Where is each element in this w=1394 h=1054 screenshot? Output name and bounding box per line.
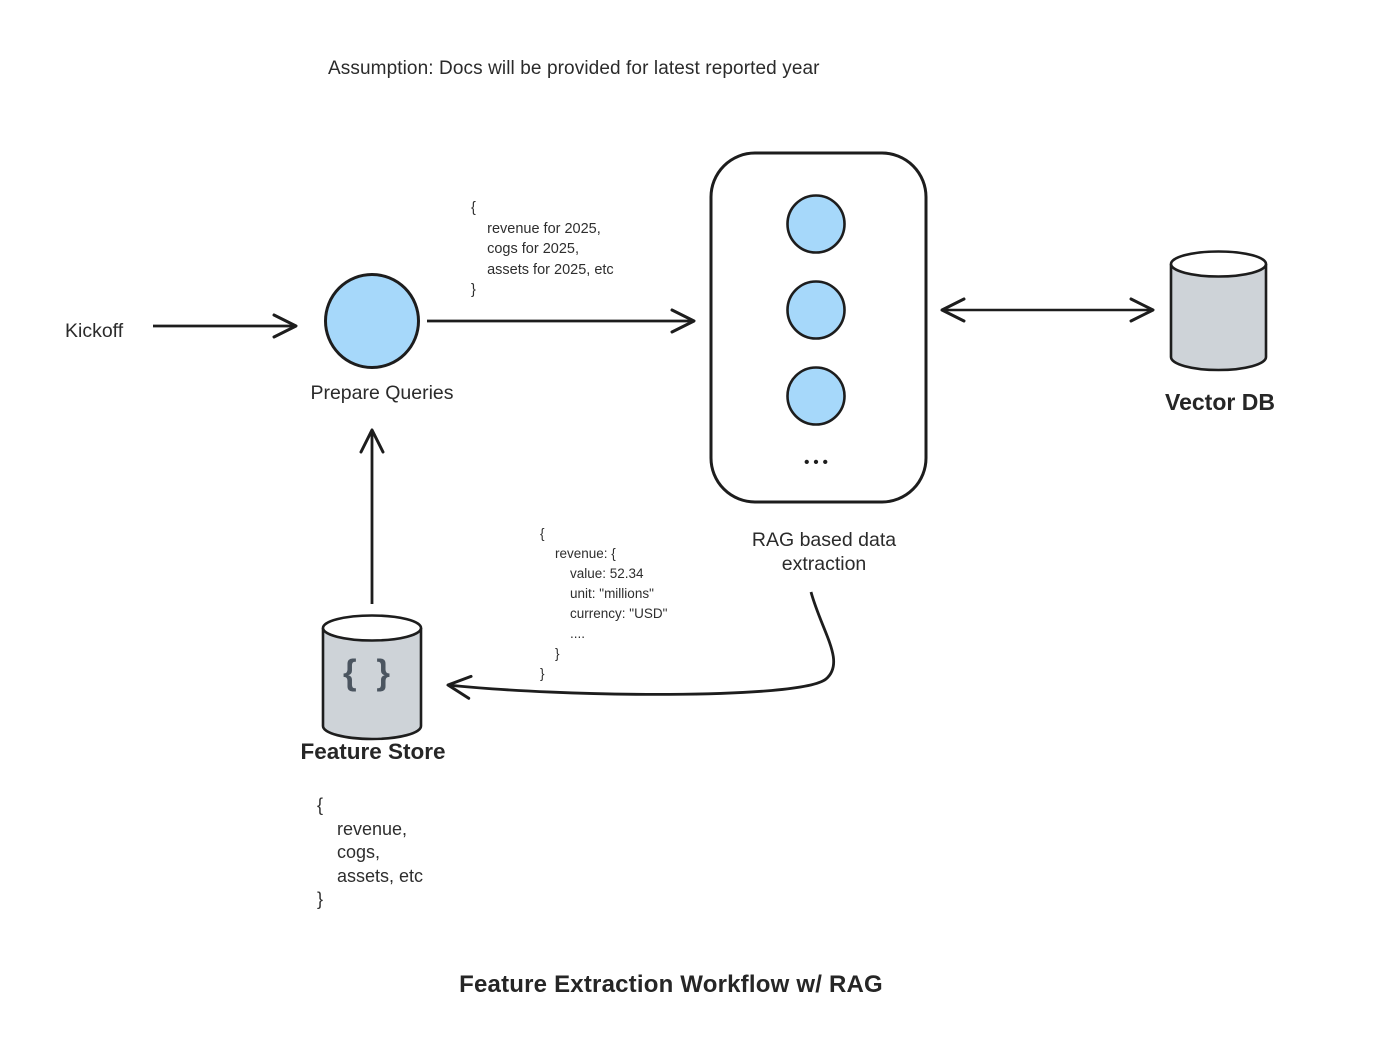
prepare-queries-label: Prepare Queries xyxy=(310,382,454,404)
diagram-title: Feature Extraction Workflow w/ RAG xyxy=(459,971,883,998)
kickoff-label: Kickoff xyxy=(65,320,124,342)
feature-store-label: Feature Store xyxy=(300,739,446,764)
assumption-note: Assumption: Docs will be provided for la… xyxy=(328,58,820,79)
rag-circle-1 xyxy=(786,194,846,254)
query-payload-annotation: { revenue for 2025, cogs for 2025, asset… xyxy=(471,200,614,298)
vector-db-label: Vector DB xyxy=(1165,389,1275,415)
rag-extraction-label: RAG based data extraction xyxy=(751,529,897,575)
extraction-payload-annotation: { revenue: { value: 52.34 unit: "million… xyxy=(540,526,668,681)
extraction-to-store-arrow xyxy=(446,591,836,700)
feature-store-cylinder xyxy=(321,614,423,741)
ellipsis-icon: ••• xyxy=(804,454,832,471)
feature-list-annotation: { revenue, cogs, assets, etc } xyxy=(317,795,424,909)
braces-icon: { } xyxy=(343,653,395,692)
vector-db-cylinder xyxy=(1169,250,1268,372)
prepare-queries-node xyxy=(324,273,420,369)
rag-circle-3 xyxy=(786,366,846,426)
rag-circle-2 xyxy=(786,280,846,340)
